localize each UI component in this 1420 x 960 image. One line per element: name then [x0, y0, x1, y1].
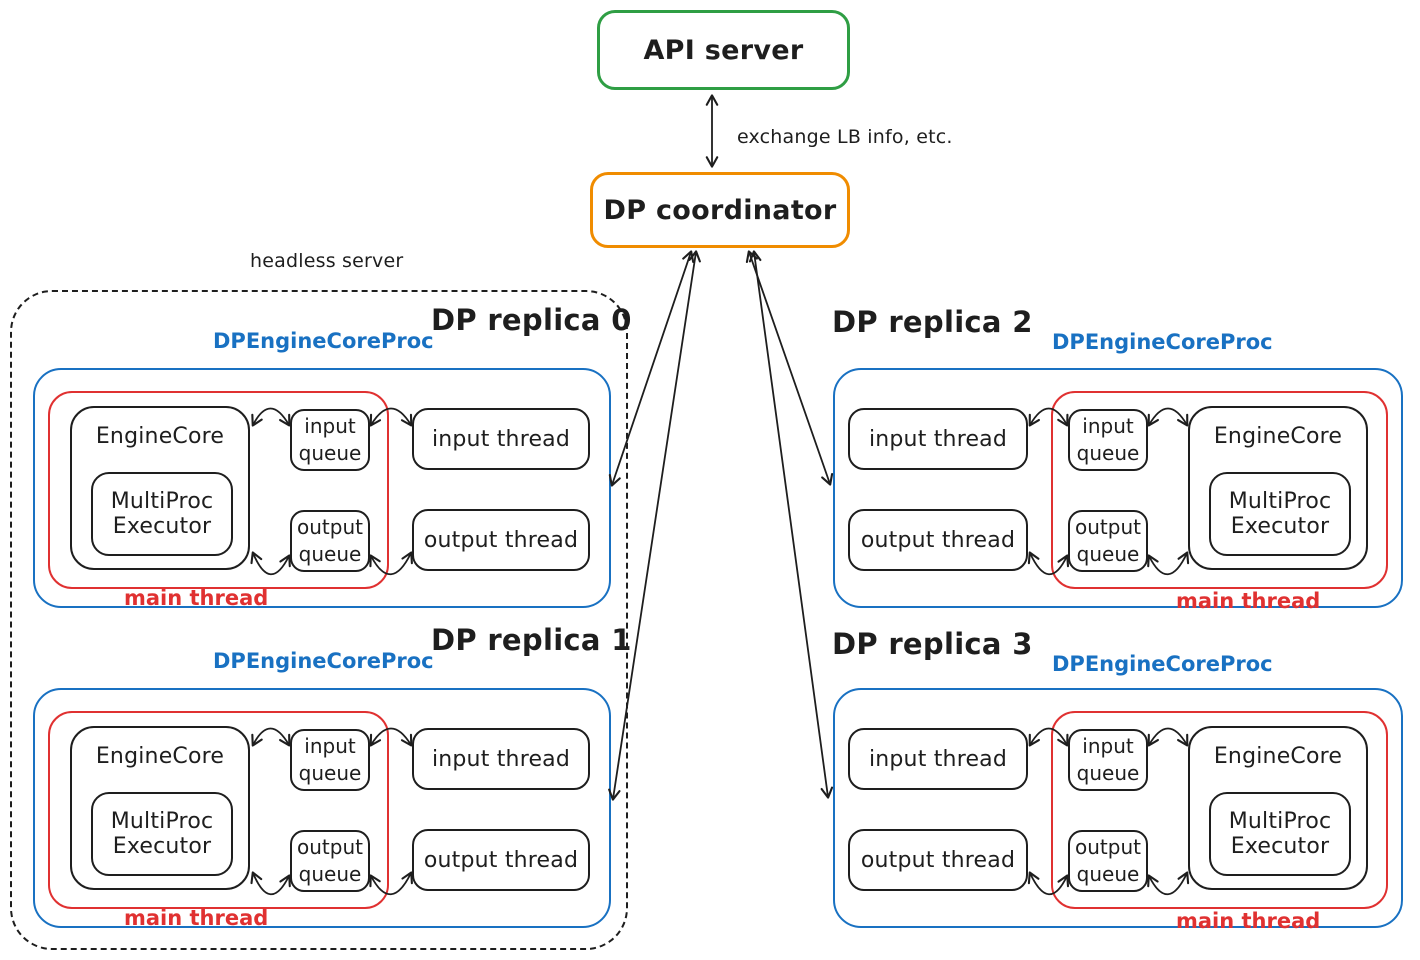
replica1-multiproc-executor-label: MultiProc Executor	[110, 809, 214, 859]
replica3-multiproc-executor-box: MultiProc Executor	[1209, 792, 1351, 876]
replica2-main-thread-label: main thread	[1176, 589, 1321, 613]
replica0-multiproc-executor-box: MultiProc Executor	[91, 472, 233, 556]
replica2-input-thread-label: input thread	[868, 426, 1008, 452]
replica1-dpenginecoreproc-label: DPEngineCoreProc	[213, 649, 434, 673]
replica1-title: DP replica 1	[431, 623, 632, 657]
replica2-title: DP replica 2	[832, 305, 1033, 339]
replica0-title: DP replica 0	[431, 303, 632, 337]
replica3-dpenginecoreproc-label: DPEngineCoreProc	[1052, 652, 1273, 676]
replica2-input-queue-box: input queue	[1068, 409, 1148, 471]
replica0-output-thread-box: output thread	[412, 509, 590, 571]
replica1-multiproc-executor-box: MultiProc Executor	[91, 792, 233, 876]
replica1-output-queue-label: output queue	[297, 835, 363, 886]
replica0-input-queue-box: input queue	[290, 409, 370, 471]
replica3-title: DP replica 3	[832, 627, 1033, 661]
arrow-coordinator-replica2	[745, 250, 834, 486]
replica1-input-thread-label: input thread	[431, 746, 571, 772]
exchange-info-label: exchange LB info, etc.	[737, 126, 953, 148]
replica2-main-thread-box	[1051, 391, 1388, 589]
replica0-input-thread-box: input thread	[412, 408, 590, 470]
replica1-enginecore-box: EngineCore MultiProc Executor	[70, 726, 250, 890]
replica3-output-queue-label: output queue	[1075, 835, 1141, 886]
replica3-main-thread-label: main thread	[1176, 909, 1321, 933]
replica1-input-queue-box: input queue	[290, 729, 370, 791]
replica1-input-thread-box: input thread	[412, 728, 590, 790]
replica2-input-queue-label: input queue	[1076, 414, 1140, 465]
headless-server-label: headless server	[250, 250, 404, 272]
replica3-output-thread-label: output thread	[860, 847, 1016, 873]
replica2-output-thread-box: output thread	[848, 509, 1028, 571]
replica1-main-thread-label: main thread	[124, 906, 269, 930]
replica3-input-thread-box: input thread	[848, 728, 1028, 790]
replica0-enginecore-label: EngineCore	[95, 424, 225, 449]
replica0-multiproc-executor-label: MultiProc Executor	[110, 489, 214, 539]
replica2-multiproc-executor-label: MultiProc Executor	[1228, 489, 1332, 539]
replica1-input-queue-label: input queue	[298, 734, 362, 785]
replica1-main-thread-box	[48, 711, 389, 909]
replica1-output-thread-label: output thread	[423, 847, 579, 873]
replica2-dpenginecoreproc-label: DPEngineCoreProc	[1052, 330, 1273, 354]
replica1-output-thread-box: output thread	[412, 829, 590, 891]
replica0-enginecore-box: EngineCore MultiProc Executor	[70, 406, 250, 570]
replica3-multiproc-executor-label: MultiProc Executor	[1228, 809, 1332, 859]
replica3-output-queue-box: output queue	[1068, 830, 1148, 892]
replica3-main-thread-box	[1051, 711, 1388, 909]
replica2-input-thread-box: input thread	[848, 408, 1028, 470]
replica0-output-queue-label: output queue	[297, 515, 363, 566]
replica2-enginecore-label: EngineCore	[1213, 424, 1343, 449]
replica2-output-queue-box: output queue	[1068, 510, 1148, 572]
replica0-output-thread-label: output thread	[423, 527, 579, 553]
replica0-output-queue-box: output queue	[290, 510, 370, 572]
replica3-enginecore-label: EngineCore	[1213, 744, 1343, 769]
replica3-input-queue-label: input queue	[1076, 734, 1140, 785]
api-server-box: API server	[597, 10, 850, 90]
replica0-main-thread-box	[48, 391, 389, 589]
dp-coordinator-box: DP coordinator	[590, 172, 850, 248]
arrow-coordinator-replica3	[748, 250, 834, 799]
replica2-output-queue-label: output queue	[1075, 515, 1141, 566]
replica3-proc-box	[833, 688, 1403, 928]
replica0-dpenginecoreproc-label: DPEngineCoreProc	[213, 329, 434, 353]
replica1-proc-box	[33, 688, 611, 928]
replica3-enginecore-box: EngineCore MultiProc Executor	[1188, 726, 1368, 890]
api-server-label: API server	[643, 34, 804, 66]
replica1-enginecore-label: EngineCore	[95, 744, 225, 769]
replica2-proc-box	[833, 368, 1403, 608]
replica3-input-thread-label: input thread	[868, 746, 1008, 772]
replica2-enginecore-box: EngineCore MultiProc Executor	[1188, 406, 1368, 570]
replica3-output-thread-box: output thread	[848, 829, 1028, 891]
dp-coordinator-label: DP coordinator	[603, 194, 837, 226]
replica2-output-thread-label: output thread	[860, 527, 1016, 553]
replica3-input-queue-box: input queue	[1068, 729, 1148, 791]
replica1-output-queue-box: output queue	[290, 830, 370, 892]
replica0-input-queue-label: input queue	[298, 414, 362, 465]
replica0-input-thread-label: input thread	[431, 426, 571, 452]
replica2-multiproc-executor-box: MultiProc Executor	[1209, 472, 1351, 556]
replica0-main-thread-label: main thread	[124, 586, 269, 610]
